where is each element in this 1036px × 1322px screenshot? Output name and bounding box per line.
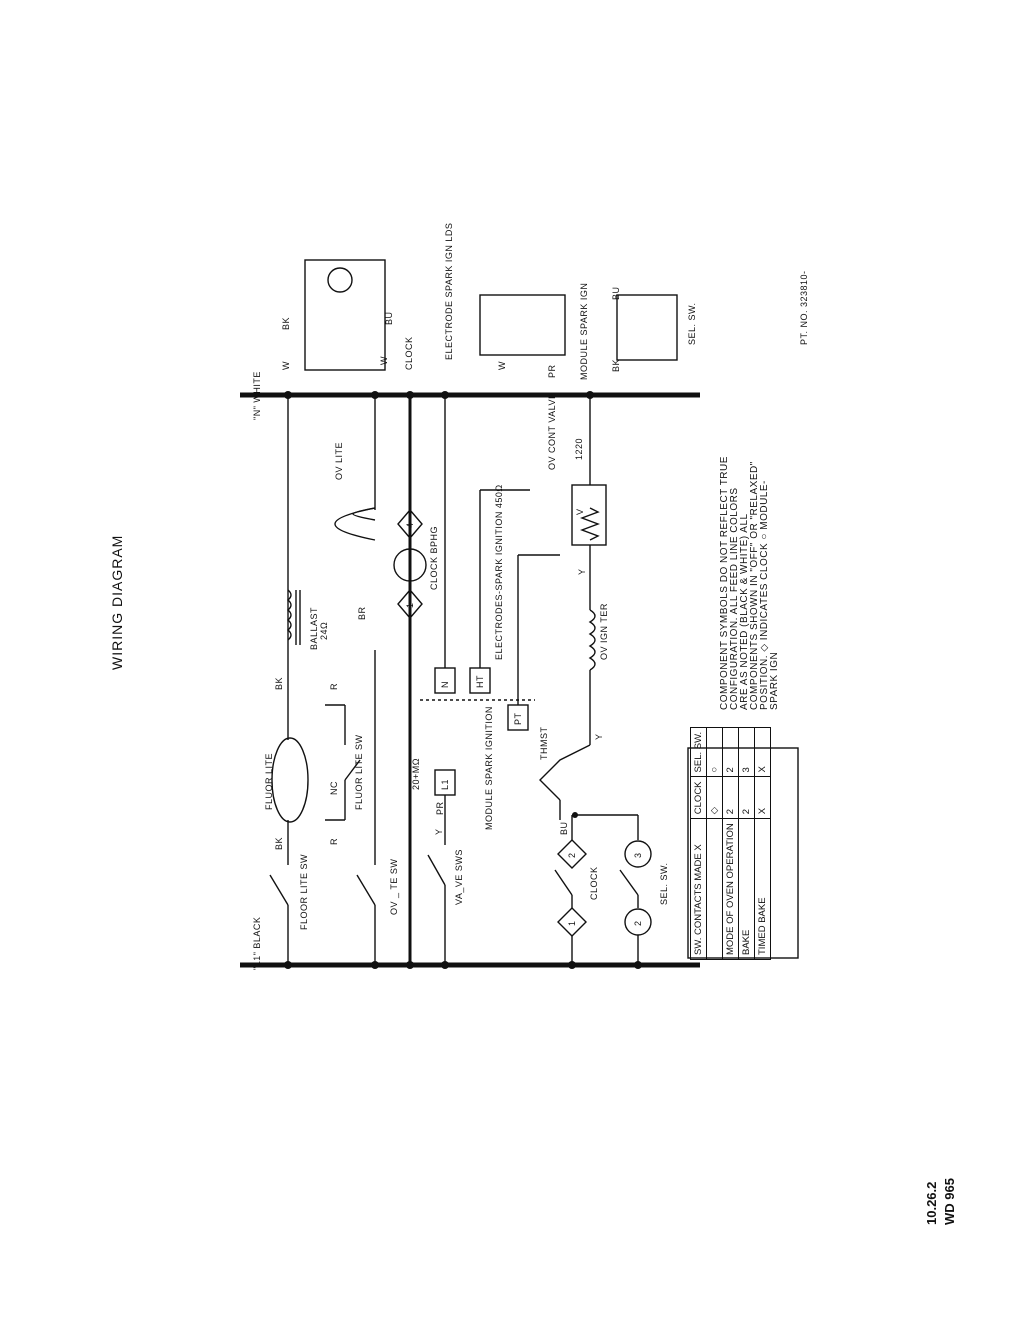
table-row-label: MODE OF OVEN OPERATION [722, 818, 739, 960]
wire-bk-4: BK [611, 358, 621, 372]
table-cell: 2 [722, 727, 739, 777]
wire-y-1: Y [434, 828, 444, 835]
table-cell: X [754, 776, 771, 819]
contacts-table-frame [687, 747, 799, 959]
sel-switch-2: 2 [633, 920, 643, 926]
l1-bus-label: "L1" BLACK [252, 916, 262, 970]
floor-lite-starter-label: FLUOR LITE SW [354, 734, 364, 810]
table-row-label: BAKE [738, 818, 755, 960]
wire-bk-3: BK [281, 316, 291, 330]
wire-w-2: W [379, 356, 389, 365]
sel-sw-label: SEL. SW. [659, 862, 669, 905]
ballast-label: BALLAST [309, 606, 319, 650]
note-line: SPARK IGN [769, 651, 780, 710]
wire-pr: PR [435, 801, 445, 815]
sel-sw-box-label: SEL. SW. [687, 302, 697, 345]
electrodes-label: ELECTRODES-SPARK IGNITION 450Ω [494, 484, 504, 660]
wire-w-3: W [497, 361, 507, 370]
terminal-l1: L1 [440, 778, 450, 790]
notes-block: COMPONENT SYMBOLS DO NOT REFLECT TRUE CO… [719, 456, 780, 710]
clock-switch-1: 1 [567, 920, 577, 926]
oven-cont-valve-label: OV CONT VALVE [547, 392, 557, 470]
clock-label: CLOCK [589, 866, 599, 900]
wire-y-3: Y [594, 733, 604, 740]
terminal-n: N [440, 681, 450, 688]
doc-id: WD 965 [942, 1178, 957, 1225]
thermostat-label: THMST [539, 726, 549, 761]
floor-lite-label: FLUOR LITE [264, 752, 274, 810]
table-cell [706, 818, 723, 960]
wire-r-1: R [329, 838, 339, 845]
table-cell: ○ [706, 727, 723, 777]
table-cell: ◇ [706, 776, 723, 819]
table-cell: 2 [722, 776, 739, 819]
resistor-value-label: 20+MΩ [411, 758, 421, 790]
part-number: PT. NO. 323810- [799, 270, 809, 345]
clock-terminal-1: 1 [405, 602, 415, 608]
wire-bk-1: BK [274, 836, 284, 850]
wire-br: BR [357, 606, 367, 620]
wire-y-2: Y [577, 568, 587, 575]
clock-box-label: CLOCK [404, 336, 414, 370]
electrode-spark-ign-label: ELECTRODE SPARK IGN LDS [444, 222, 454, 360]
table-cell: 3 [738, 727, 755, 777]
wire-w-1: W [281, 361, 291, 370]
ballast-value: 24Ω [319, 621, 329, 640]
wire-pr-2: PR [547, 364, 557, 378]
wire-nc: NC [329, 781, 339, 795]
doc-number: 10.26.2 [924, 1181, 939, 1225]
table-cell: X [754, 727, 771, 777]
wire-bu-3: BU [611, 286, 621, 300]
valve-value-label: 1220 [574, 437, 584, 460]
wire-v: V [575, 508, 585, 515]
table-row-label: TIMED BAKE [754, 818, 771, 960]
oven-lite-label: OV LITE [334, 441, 344, 480]
oven-lite-sw-label: OV _ TE SW [389, 858, 399, 915]
wire-bu-2: BU [384, 311, 394, 325]
terminal-pt: PT [513, 712, 523, 725]
clock-motor-label: CLOCK BPHG [429, 525, 439, 590]
table-header-sel-sw: SEL. SW. [690, 727, 707, 777]
wire-bu: BU [559, 821, 569, 835]
clock-terminal-4: 4 [405, 522, 415, 528]
n-bus-label: "N" WHITE [252, 371, 262, 420]
floor-lite-sw-label: FLOOR LITE SW [299, 853, 309, 930]
module-spark-ignition-label: MODULE SPARK IGNITION [484, 706, 494, 830]
table-header-clock: CLOCK [690, 776, 707, 819]
oven-igniter-label: OV IGN TER [599, 603, 609, 660]
module-spark-ign-label: MODULE SPARK IGN [579, 282, 589, 380]
valve-sws-label: VA_VE SWS [454, 849, 464, 905]
sel-switch-3: 3 [633, 852, 643, 858]
table-header-contacts: SW. CONTACTS MADE X [690, 818, 707, 960]
wire-bk-2: BK [274, 676, 284, 690]
terminal-ht: HT [475, 675, 485, 688]
contacts-table: SW. CONTACTS MADE X CLOCK SEL. SW. ◇ ○ M… [690, 727, 771, 960]
table-cell: 2 [738, 776, 755, 819]
clock-switch-2: 2 [567, 852, 577, 858]
wire-r-2: R [329, 683, 339, 690]
